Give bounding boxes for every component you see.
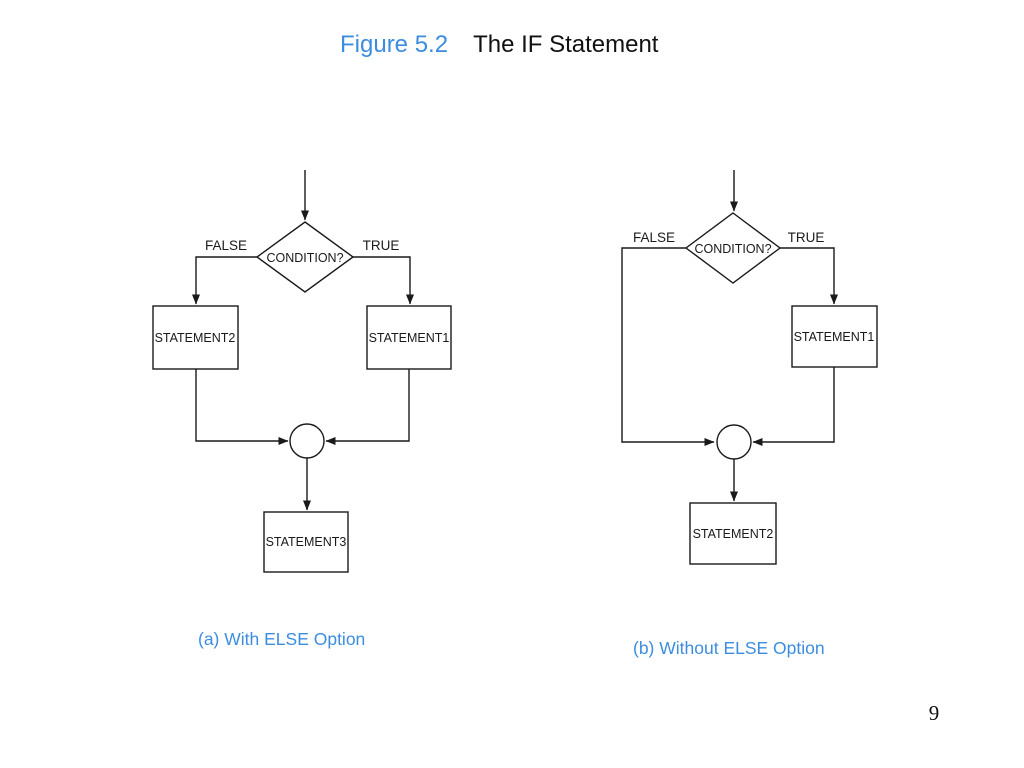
a-true-branch-line [353,256,414,305]
page-number: 9 [928,701,940,725]
a-statement3-label: STATEMENT3 [266,535,347,549]
b-statement2-box [689,502,777,565]
flowchart-b-labels: FALSE TRUE CONDITION? STATEMENT1 STATEME… [633,230,874,541]
a-statement2-label: STATEMENT2 [155,331,236,345]
b-statement1-label: STATEMENT1 [794,330,875,344]
b-true-branch-line [780,247,838,305]
b-false-label: FALSE [633,230,675,245]
a-statement1-label: STATEMENT1 [369,331,450,345]
a-false-branch-line [192,256,257,305]
b-false-branch-line [621,247,715,446]
figure-label: Figure 5.2 [340,31,449,58]
b-right-merge-line [752,367,835,446]
page-title: Figure 5.2 The IF Statement [340,31,658,58]
b-true-label: TRUE [788,230,825,245]
a-left-merge-line [195,369,289,445]
a-junction-circle [289,423,325,459]
flowchart-a [152,170,452,573]
a-false-label: FALSE [205,238,247,253]
b-condition-diamond [684,212,782,284]
b-statement1-box [791,305,878,368]
b-statement2-label: STATEMENT2 [693,527,774,541]
a-statement3-box [263,511,349,573]
a-right-merge-line [325,369,410,445]
flowchart-b [621,170,878,565]
b-junction-circle [716,424,752,460]
a-condition-label: CONDITION? [266,251,343,265]
b-condition-label: CONDITION? [694,242,771,256]
figure-title: The IF Statement [473,31,659,58]
flowchart-a-labels: FALSE TRUE CONDITION? STATEMENT2 STATEME… [155,238,450,549]
a-condition-diamond [255,221,355,293]
caption-b: (b) Without ELSE Option [633,638,825,658]
a-statement1-box [366,305,452,370]
caption-a: (a) With ELSE Option [198,629,366,649]
a-true-label: TRUE [363,238,400,253]
